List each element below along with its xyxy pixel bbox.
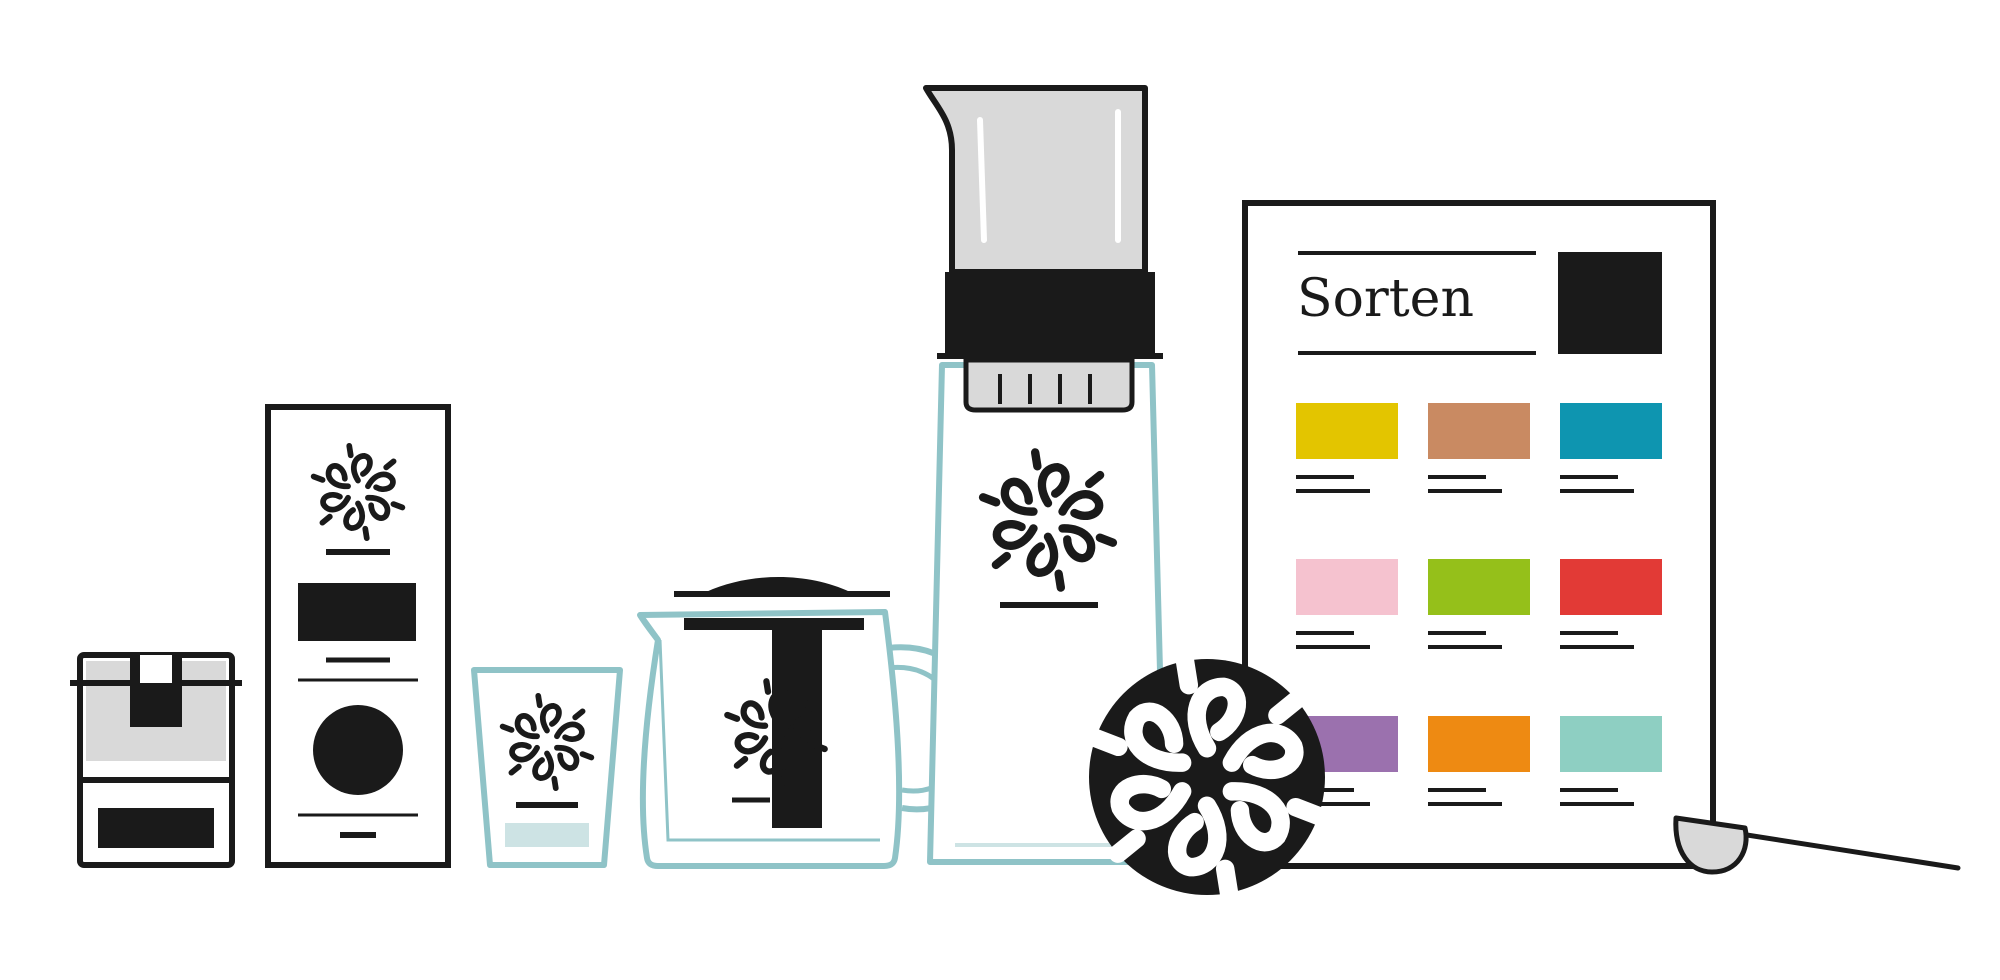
tea-box-icon <box>265 404 451 868</box>
measuring-spoon-icon <box>1673 815 1961 875</box>
color-swatch <box>1560 559 1662 615</box>
tea-glass-icon <box>471 667 623 868</box>
color-swatch <box>1428 403 1530 459</box>
color-swatch <box>1428 559 1530 615</box>
color-swatch <box>1296 403 1398 459</box>
color-swatch <box>1560 403 1662 459</box>
tea-tin-icon <box>70 652 242 868</box>
color-swatch <box>1560 716 1662 772</box>
color-swatch <box>1296 559 1398 615</box>
menu-card-swatch-grid <box>1296 403 1662 806</box>
menu-card-title: Sorten <box>1297 269 1474 329</box>
logo-badge-icon <box>1089 659 1325 895</box>
menu-card-header-block <box>1558 252 1662 354</box>
color-swatch <box>1428 716 1530 772</box>
